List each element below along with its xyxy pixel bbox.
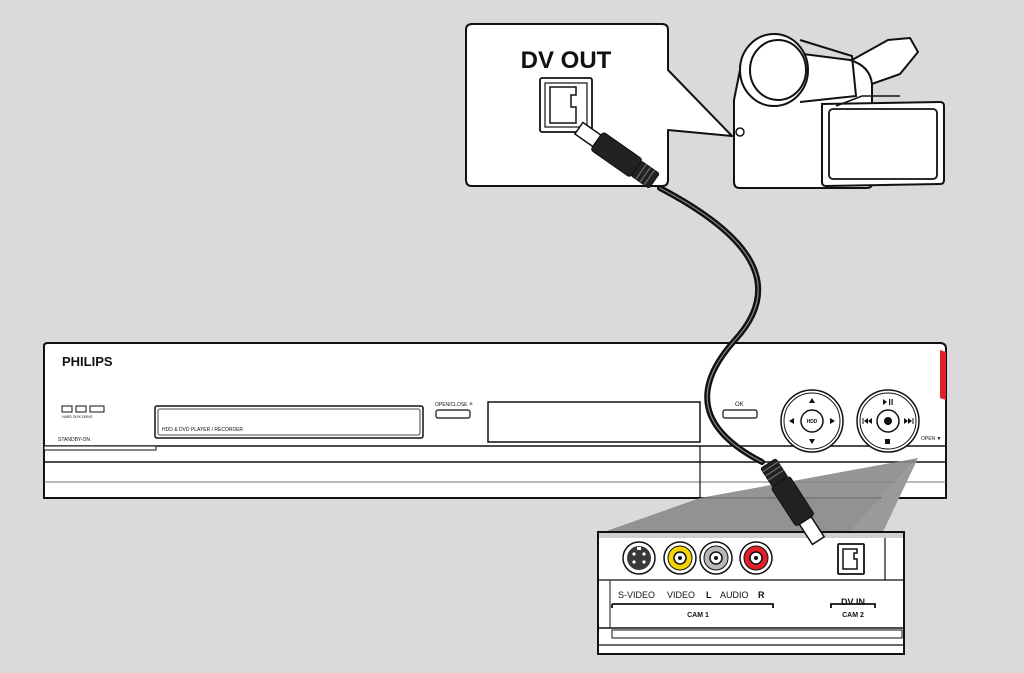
disc-tray[interactable] bbox=[154, 405, 424, 439]
nav-up-icon[interactable] bbox=[809, 398, 815, 403]
hdd-logo: HARD DISK DRIVE bbox=[61, 405, 105, 419]
brand-logo: PHILIPS bbox=[62, 354, 113, 369]
nav-pad[interactable]: HDD bbox=[780, 389, 844, 453]
nav-right-icon[interactable] bbox=[830, 418, 835, 424]
model-label: HDD & DVD PLAYER / RECORDER bbox=[162, 427, 243, 433]
open-close-label: OPEN/CLOSE ≜ bbox=[435, 401, 473, 408]
hdd-sub-label: HARD DISK DRIVE bbox=[62, 415, 93, 419]
display-window bbox=[487, 401, 701, 443]
svideo-label: S-VIDEO bbox=[618, 590, 655, 600]
nav-center-label: HDD bbox=[807, 419, 818, 425]
audio-l-label: L bbox=[706, 590, 712, 600]
dv-cable bbox=[657, 185, 765, 465]
dv-in-port[interactable] bbox=[837, 543, 865, 575]
dv-in-label: DV IN bbox=[841, 597, 865, 607]
svideo-jack[interactable] bbox=[622, 541, 656, 575]
standby-label: STANDBY-ON bbox=[58, 437, 90, 443]
camcorder-icon bbox=[733, 33, 945, 189]
nav-down-icon[interactable] bbox=[809, 439, 815, 444]
play-pause-icon[interactable] bbox=[883, 399, 893, 405]
audio-right-jack[interactable] bbox=[739, 541, 773, 575]
ok-button[interactable] bbox=[722, 409, 758, 419]
open-close-button[interactable] bbox=[435, 409, 471, 419]
next-icon[interactable] bbox=[904, 418, 914, 424]
ok-label: OK bbox=[735, 402, 744, 408]
audio-left-jack[interactable] bbox=[699, 541, 733, 575]
cam1-label: CAM 1 bbox=[687, 612, 709, 619]
open-label: OPEN ▼ bbox=[921, 436, 942, 442]
video-label: VIDEO bbox=[667, 590, 695, 600]
record-icon bbox=[884, 417, 892, 425]
video-jack[interactable] bbox=[663, 541, 697, 575]
dv-out-label: DV OUT bbox=[521, 47, 612, 74]
standby-button[interactable] bbox=[43, 445, 157, 451]
cam2-label: CAM 2 bbox=[842, 612, 864, 619]
dv-out-callout: DV OUT bbox=[465, 23, 733, 187]
hdd-center-button[interactable] bbox=[800, 409, 824, 433]
dv-out-port bbox=[539, 77, 593, 133]
nav-left-icon[interactable] bbox=[789, 418, 794, 424]
stop-icon[interactable] bbox=[885, 439, 890, 444]
red-side-accent bbox=[940, 350, 946, 400]
audio-label: AUDIO bbox=[720, 590, 749, 600]
dv-out-plug bbox=[573, 121, 660, 189]
previous-icon[interactable] bbox=[862, 418, 873, 424]
dv-in-plug bbox=[760, 458, 826, 546]
recorder-unit: PHILIPS HARD DISK DRIVE STANDBY-ON HDD &… bbox=[43, 342, 947, 499]
front-panel-inset: S-VIDEO VIDEO L AUDIO R CAM 1 DV IN CAM … bbox=[597, 531, 905, 655]
playback-pad[interactable] bbox=[856, 389, 920, 453]
zoom-wedge bbox=[598, 458, 918, 534]
audio-r-label: R bbox=[758, 590, 765, 600]
